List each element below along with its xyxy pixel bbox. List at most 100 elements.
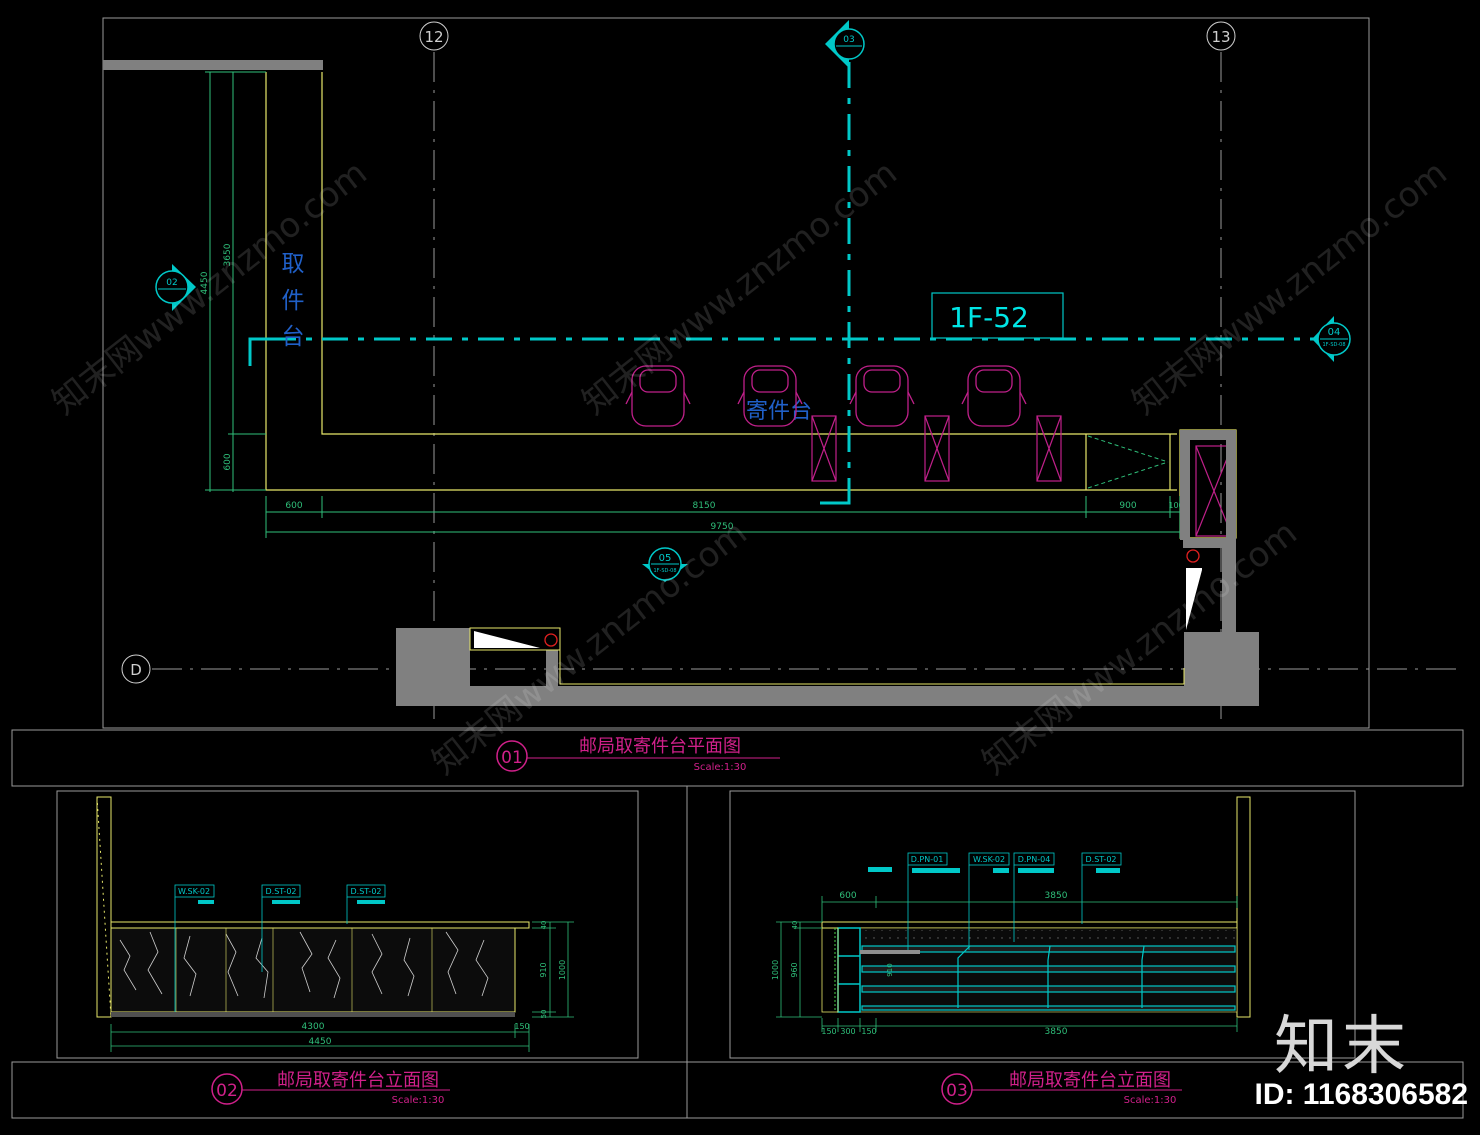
svg-text:03: 03 [946,1081,968,1101]
red-circle-right [1186,549,1200,563]
elev03-tag-1: D.PN-01 [907,852,960,950]
plan-frame [102,17,1370,729]
elev03-dim-600: 600 [839,891,856,901]
elev03-dim-300: 300 [840,1027,855,1036]
elev03-end-panel [821,927,839,1013]
elev03-dim-3850-top: 3850 [1045,891,1068,901]
wall-top-left [103,60,323,70]
section-marker-04: 04 1F-SD-08 [1312,316,1351,362]
grid-bubble-d: D [121,654,151,684]
svg-text:1F-52: 1F-52 [949,301,1029,334]
section-line-03 [820,62,851,505]
svg-text:D.ST-02: D.ST-02 [266,887,297,896]
svg-text:05: 05 [659,553,672,564]
svg-text:02: 02 [166,278,177,288]
svg-text:02: 02 [216,1081,238,1101]
chairs [625,365,1027,427]
dim-9750: 9750 [711,522,734,532]
elev03-tag-2: W.SK-02 [968,852,1010,950]
svg-text:1F-SD-08: 1F-SD-08 [1322,342,1345,348]
dim-vertical [205,71,266,492]
elev03-dims [776,896,1238,1032]
elev02-dim-910: 910 [539,962,548,977]
elev03-ledge [860,950,920,954]
elev02-panel-joints [175,928,433,1012]
elev03-wall [1236,796,1251,1018]
elev02-tag-3: D.ST-02 [346,884,386,924]
section-marker-02: 02 [155,264,196,311]
svg-text:Scale:1:30: Scale:1:30 [392,1095,445,1106]
elev02-dim-150: 150 [514,1022,529,1031]
elev03-dividers [957,945,1145,1008]
svg-text:D.ST-02: D.ST-02 [1086,855,1117,864]
elev03-dim-910: 910 [886,963,894,976]
image-id: ID: 1168306582 [1254,1078,1468,1111]
elev02-base [111,1012,515,1017]
svg-text:Scale:1:30: Scale:1:30 [694,762,747,773]
chair-4 [961,365,1027,427]
elev03-dots [862,930,1235,944]
svg-text:D.PN-01: D.PN-01 [911,855,944,864]
svg-text:13: 13 [1211,28,1230,46]
svg-text:1F-SD-08: 1F-SD-08 [653,568,676,574]
svg-text:W.SK-02: W.SK-02 [973,855,1005,864]
dim-100: 100 [1168,501,1183,510]
section-line-04 [248,337,1318,366]
door-wedge-left [474,631,540,648]
svg-text:D.ST-02: D.ST-02 [351,887,382,896]
elev03-countertop [821,921,1238,929]
elev03-dim-40: 40 [791,921,799,930]
svg-text:D.PN-04: D.PN-04 [1018,855,1051,864]
pickup-label-3: 台 [282,324,305,350]
column-right [1180,430,1259,706]
dim-4450: 4450 [200,271,210,294]
chair-2 [737,365,803,427]
pickup-label-1: 取 [282,251,305,277]
pickup-label-2: 件 [282,288,305,314]
elev03-post [837,927,861,1013]
counter-outline [265,72,1237,539]
door-swing [1087,435,1169,489]
elev02-dim-4300: 4300 [302,1022,325,1032]
section-marker-03: 03 [825,20,865,68]
dim-600-v: 600 [223,453,233,470]
elev02-marble-panel [110,927,516,1013]
elev02-dim-50: 50 [540,1010,548,1019]
title-01: 01 邮局取寄件台平面图 Scale:1:30 [496,736,780,773]
elev03-dim-150a: 150 [821,1027,836,1036]
elev02-wall [96,796,112,1018]
dim-600-h: 600 [285,501,302,511]
elev02-tag-1: W.SK-02 [174,884,215,1012]
send-label: 寄件台 [746,399,812,424]
elev02-dim-40: 40 [540,921,548,930]
grid-bubble-13: 13 [1206,21,1236,51]
elev02-frame [56,790,639,1059]
room-tag: 1F-52 [931,292,1064,339]
svg-text:W.SK-02: W.SK-02 [178,887,210,896]
dim-3650: 3650 [223,243,233,266]
chair-3 [849,365,915,427]
title-band-bottom [11,1061,1464,1119]
chair-1 [625,365,691,427]
brand-logo: 知末 [1274,1010,1410,1084]
svg-text:01: 01 [501,748,523,768]
bottom-wall-inner [559,650,1185,685]
svg-text:邮局取寄件台平面图: 邮局取寄件台平面图 [579,736,741,757]
svg-text:12: 12 [424,28,443,46]
elev02-countertop [110,921,530,929]
dim-8150: 8150 [693,501,716,511]
elev03-tag-3: D.PN-04 [1013,852,1055,942]
door-frame-left [469,627,561,651]
title-02: 02 邮局取寄件台立面图 Scale:1:30 [211,1070,450,1106]
elev03-tag-blank [868,867,892,872]
wall-bottom [396,628,1186,706]
elev02-dims [110,921,574,1052]
elev03-dim-1000: 1000 [771,960,780,980]
elev03-dim-3850-bot: 3850 [1045,1027,1068,1037]
svg-text:03: 03 [843,35,854,45]
elev03-dim-960: 960 [790,962,799,977]
svg-text:Scale:1:30: Scale:1:30 [1124,1095,1177,1106]
grid-bubble-12: 12 [419,21,449,51]
elev03-dim-150b: 150 [861,1027,876,1036]
